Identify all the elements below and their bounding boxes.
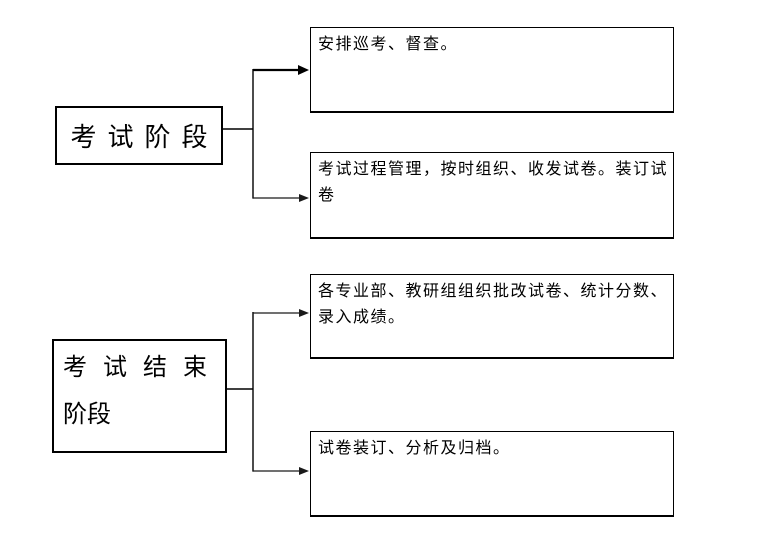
stage-box-exam: 考试阶段: [55, 106, 223, 165]
stage-exam-end-label-line-2: 阶段: [63, 402, 111, 428]
task-archive-text: 试卷装订、分析及归档。: [318, 440, 511, 457]
task-box-archive: 试卷装订、分析及归档。: [310, 431, 674, 517]
stage-exam-end-label-line-1: 考 试 结 束: [63, 355, 212, 381]
stage-box-exam-end: 考 试 结 束 阶段: [52, 339, 227, 453]
stage-exam-label: 考试阶段: [70, 123, 219, 152]
arrowhead-icon: [298, 65, 309, 75]
task-grading-text-line-1: 各专业部、教研组组织批改试卷、统计分数、: [318, 283, 669, 300]
task-grading-text-line-2: 录入成绩。: [318, 309, 406, 326]
task-box-grading: 各专业部、教研组组织批改试卷、统计分数、 录入成绩。: [310, 274, 674, 359]
task-process-text-line-1: 考试过程管理，按时组织、收发试卷。装订试: [318, 161, 669, 178]
arrowhead-icon: [299, 467, 309, 475]
task-process-text-line-2: 卷: [318, 187, 336, 204]
task-patrol-text: 安排巡考、督查。: [318, 36, 459, 53]
arrowhead-icon: [299, 194, 309, 202]
arrowhead-icon: [299, 309, 309, 317]
task-box-patrol: 安排巡考、督查。: [310, 27, 674, 113]
task-box-process: 考试过程管理，按时组织、收发试卷。装订试 卷: [310, 152, 674, 239]
